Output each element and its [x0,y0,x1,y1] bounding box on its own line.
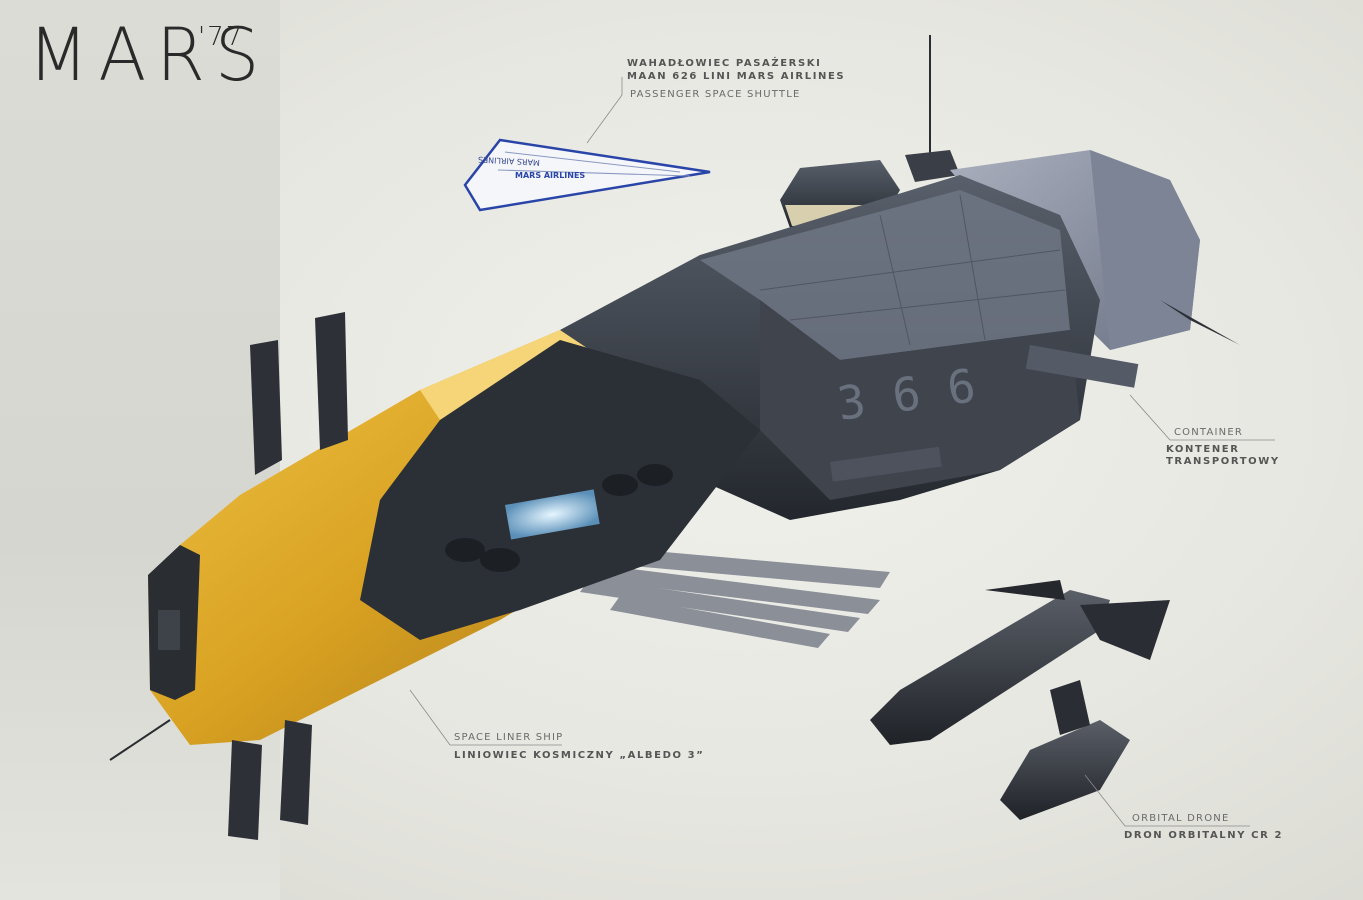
drone-label-pl: DRON ORBITALNY CR 2 [1124,830,1284,841]
nose-hull [109,312,760,840]
page-title: MARS [28,11,270,99]
shuttle-marking: MARS AIRLINES [515,171,585,180]
drone-leader-line [1084,774,1250,827]
page-title-superscript: '77 [198,22,245,52]
orbital-drone-lower [1000,680,1130,820]
shuttle-marking-mirrored: MARS AIRLINES [478,155,540,167]
container-label-pl-2: TRANSPORTOWY [1166,456,1280,467]
drone-label-en: ORBITAL DRONE [1132,813,1230,824]
passenger-shuttle [463,138,711,212]
orbital-drone-upper [870,580,1170,745]
shuttle-label-pl-1: WAHADŁOWIEC PASAŻERSKI [627,58,822,69]
shuttle-label-en: PASSENGER SPACE SHUTTLE [630,89,801,100]
liner-label-en: SPACE LINER SHIP [454,732,564,743]
container-leader-line [1129,394,1171,441]
liner-leader-line [409,689,562,746]
shuttle-label-pl-2: MAAN 626 LINI MARS AIRLINES [627,71,846,82]
container-label-en: CONTAINER [1174,427,1244,438]
liner-label-pl: LINIOWIEC KOSMICZNY „ALBEDO 3” [454,750,705,761]
shuttle-leader-line [586,77,623,144]
container-label-pl-1: KONTENER [1166,444,1240,455]
